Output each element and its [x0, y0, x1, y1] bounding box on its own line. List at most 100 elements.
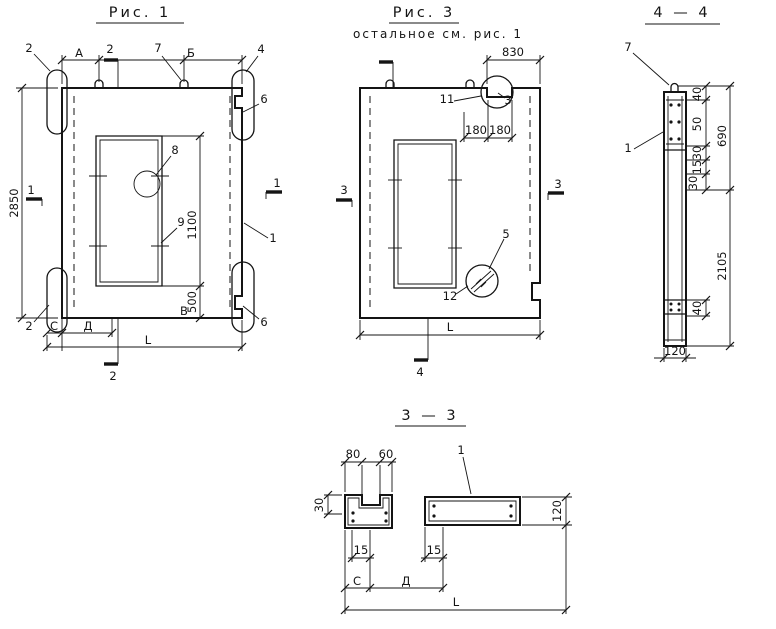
section-4-4-title: 4 — 4 — [653, 5, 710, 21]
top-loop — [671, 84, 678, 93]
dim-30-a: 30 — [690, 146, 704, 161]
section-2-bottom-label: 2 — [109, 369, 116, 383]
dim-500: 500 — [185, 291, 199, 313]
dim-40-top: 40 — [690, 87, 704, 102]
section-3-3-body — [345, 495, 520, 528]
section-1-left-label: 1 — [27, 183, 34, 197]
callout-8: 8 — [171, 143, 178, 157]
figure-3-texts: 830 11 3 180 180 3 3 5 12 L 4 — [340, 45, 561, 379]
dim-30-b: 30 — [686, 176, 700, 191]
figure-3-title: Рис. 3 — [393, 5, 456, 21]
dim-180-right: 180 — [489, 123, 511, 137]
opening-outer — [96, 136, 162, 286]
dim-830: 830 — [502, 45, 524, 59]
loop-bottom-left — [47, 268, 67, 332]
callout-6-top: 6 — [260, 92, 267, 106]
figure-3-leaders — [454, 93, 505, 294]
figure-3-panel — [360, 76, 540, 318]
opening-inner — [100, 140, 158, 282]
figure-1: Рис. 1 — [7, 5, 282, 383]
dim-15-right: 15 — [427, 543, 442, 557]
figure-1-title: Рис. 1 — [109, 5, 172, 21]
section-3-3-title: 3 — 3 — [401, 408, 458, 424]
section-3-left-label: 3 — [340, 183, 347, 197]
dim-690: 690 — [715, 125, 729, 147]
panel-outline — [360, 88, 540, 318]
section-2-top-label: 2 — [106, 42, 113, 56]
dim-120: 120 — [664, 344, 686, 358]
dim-60: 60 — [379, 447, 394, 461]
section-1-right-label: 1 — [273, 176, 280, 190]
top-tab-right — [466, 80, 474, 88]
callout-7: 7 — [624, 40, 631, 54]
bar-outline — [664, 92, 686, 346]
loop-bottom-right — [232, 262, 254, 332]
dim-2105: 2105 — [715, 251, 729, 280]
figure-3-dimensions — [355, 55, 545, 340]
dim-30: 30 — [312, 498, 326, 513]
dim-v-label: В — [180, 304, 188, 318]
opening-outer — [394, 140, 456, 288]
callout-4: 4 — [257, 42, 264, 56]
section-3-3: 3 — 3 — [312, 408, 572, 615]
callout-11: 11 — [440, 92, 455, 106]
opening-inner — [398, 144, 452, 284]
section-4-4-leaders — [633, 53, 669, 149]
dim-l-label: L — [145, 333, 152, 347]
figure-3: Рис. 3 остальное см. рис. 1 — [336, 5, 564, 379]
dim-40-bottom: 40 — [690, 301, 704, 316]
dim-a-label: А — [75, 46, 83, 60]
section-4-4: 4 — 4 — [624, 5, 735, 363]
callout-6-bottom: 6 — [260, 315, 267, 329]
right-piece-inner — [429, 501, 516, 521]
dim-c-label: С — [50, 319, 58, 333]
section-4-bottom-label: 4 — [416, 365, 423, 379]
section-3-3-dimensions — [323, 457, 572, 615]
callout-1: 1 — [269, 231, 276, 245]
dim-b-label: Б — [187, 46, 195, 60]
dim-120: 120 — [550, 500, 564, 522]
callout-5: 5 — [502, 227, 509, 241]
left-piece-inner — [348, 498, 389, 525]
callout-1: 1 — [457, 443, 464, 457]
figure-1-texts: 2 А 2 7 Б 4 6 8 9 1 6 2 1 1 2 2850 1100 … — [7, 41, 281, 383]
detail-circle-8 — [134, 171, 160, 197]
figure-1-panel — [47, 70, 254, 332]
detail-circle-bottom — [466, 265, 498, 297]
opening-ticks — [89, 176, 169, 246]
dim-c-label: С — [353, 574, 361, 588]
dim-80: 80 — [346, 447, 361, 461]
section-4-4-body — [664, 84, 686, 347]
loop-top-right — [232, 70, 254, 140]
top-tab-left — [386, 80, 394, 88]
figure-3-subtitle: остальное см. рис. 1 — [353, 27, 523, 41]
section-3-right-label: 3 — [554, 177, 561, 191]
dim-15-left: 15 — [354, 543, 369, 557]
key-detail-hatch — [471, 271, 494, 292]
section-3-3-texts: 80 60 1 30 120 15 15 С Д L — [312, 443, 564, 609]
callout-9: 9 — [177, 215, 184, 229]
section-4-4-texts: 7 1 40 50 30 15 30 690 2105 40 120 — [624, 40, 729, 358]
dim-l-label: L — [447, 320, 454, 334]
callout-12: 12 — [443, 289, 458, 303]
left-piece-outline — [345, 495, 392, 528]
right-piece-outline — [425, 497, 520, 525]
dim-2850: 2850 — [7, 188, 21, 217]
figure-1-dimensions — [16, 55, 247, 352]
dim-d-label: Д — [402, 574, 411, 588]
callout-1: 1 — [624, 141, 631, 155]
figure-3-section-marks — [336, 62, 564, 360]
callout-2-top: 2 — [25, 41, 32, 55]
loop-top-left — [47, 70, 67, 134]
panel-outline — [62, 88, 242, 318]
opening-ticks — [388, 180, 462, 248]
callout-3: 3 — [504, 93, 511, 107]
dim-15: 15 — [690, 160, 704, 175]
dim-1100: 1100 — [185, 210, 199, 239]
detail-circle-top — [481, 76, 513, 108]
dim-l-label: L — [453, 595, 460, 609]
section-4-4-dimensions — [654, 81, 735, 363]
section-3-3-leaders — [463, 457, 471, 494]
